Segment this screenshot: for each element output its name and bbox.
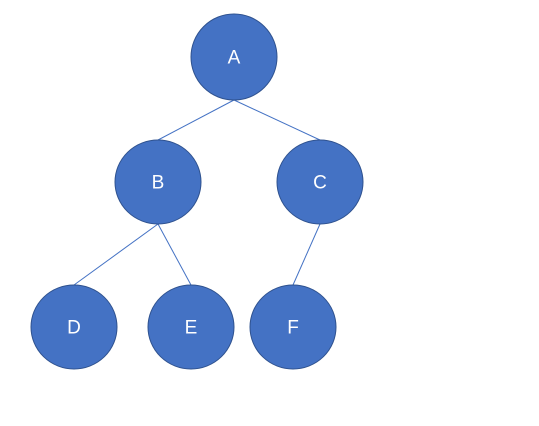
tree-edges <box>73 99 321 286</box>
node-circle <box>30 284 118 370</box>
node-circle <box>147 284 235 370</box>
node-c: C <box>276 139 364 225</box>
node-e: E <box>147 284 235 370</box>
node-circle <box>276 139 364 225</box>
node-f: F <box>249 284 337 370</box>
node-label: F <box>287 318 299 339</box>
node-label: E <box>185 318 198 339</box>
node-circle <box>114 139 202 225</box>
node-b: B <box>114 139 202 225</box>
node-circle <box>190 13 278 101</box>
edge-c-f <box>292 223 321 286</box>
edge-a-b <box>157 99 235 141</box>
node-label: D <box>67 318 81 339</box>
node-label: C <box>313 173 327 194</box>
edge-b-d <box>73 223 159 286</box>
node-d: D <box>30 284 118 370</box>
node-label: A <box>228 48 241 69</box>
node-a: A <box>190 13 278 101</box>
tree-nodes: A B C D E F <box>30 13 364 370</box>
edge-b-e <box>157 223 192 286</box>
node-label: B <box>152 173 165 194</box>
edge-a-c <box>233 99 321 141</box>
node-circle <box>249 284 337 370</box>
